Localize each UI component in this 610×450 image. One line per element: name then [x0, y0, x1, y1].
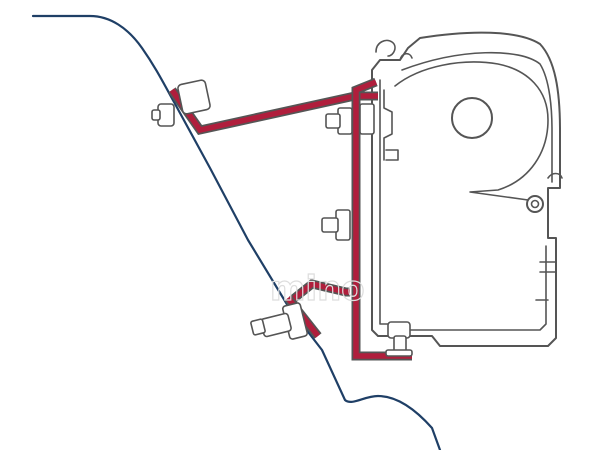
cassette-housing — [371, 31, 561, 347]
bolt-lower-left — [250, 302, 309, 340]
roller-tube — [451, 97, 493, 139]
cassette-top-hook — [375, 39, 413, 61]
cassette-profile-grooves — [383, 89, 399, 161]
main-plate — [353, 79, 412, 359]
lead-rail-pivot-inner — [530, 199, 540, 209]
lead-rail-pivot — [526, 195, 544, 213]
bolt-upper-left — [151, 79, 211, 127]
bolt-middle — [321, 209, 351, 241]
awning-cassette — [371, 31, 563, 347]
bolt-lower-right — [385, 321, 413, 357]
vehicle-body-line — [31, 14, 442, 450]
bolt-upper-middle — [325, 103, 375, 135]
fabric-roll-outline — [394, 61, 549, 201]
lower-bracket — [290, 281, 350, 303]
watermark: mino — [270, 269, 365, 309]
cassette-side-hooks — [535, 172, 563, 301]
